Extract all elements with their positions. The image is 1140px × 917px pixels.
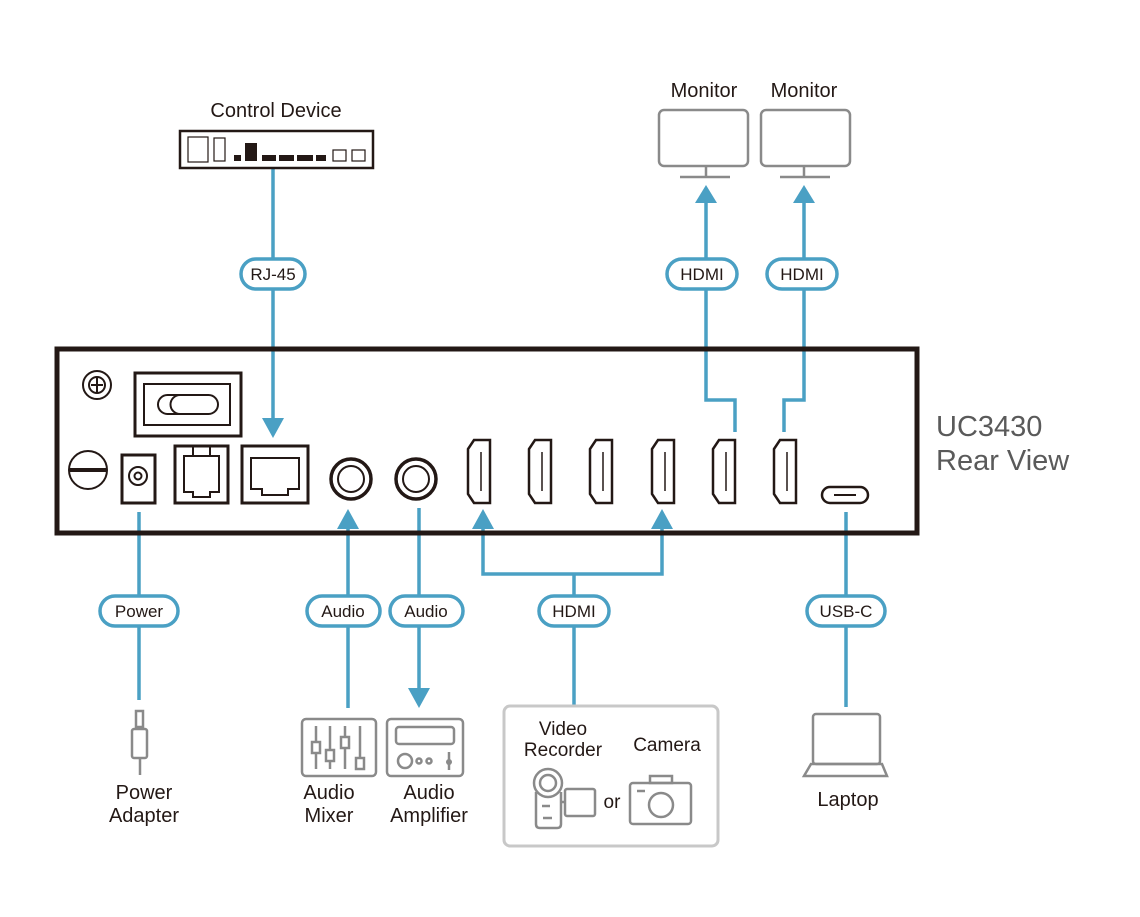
- hdmi-ports: [466, 438, 798, 505]
- hdmi-out-2-arrow: [793, 185, 815, 203]
- ground-screw-icon: [82, 370, 112, 400]
- monitor-2: Monitor: [759, 80, 852, 179]
- hdmi-in-arrow-1: [472, 509, 494, 529]
- power-adapter: Power Adapter: [109, 709, 179, 827]
- hdmi-port: [588, 438, 614, 505]
- power-plug-tip-icon: [134, 709, 145, 729]
- power-label: Power: [115, 602, 164, 621]
- hdmi-port: [711, 438, 737, 505]
- power-adapter-label-1: Power: [116, 782, 173, 804]
- terminal-icon: [297, 155, 313, 161]
- control-device-label: Control Device: [210, 100, 341, 122]
- hdmi-out-1-arrow: [695, 185, 717, 203]
- video-source-box: [502, 704, 720, 848]
- usbc-label: USB-C: [820, 602, 873, 621]
- usbc-pill: [805, 594, 887, 628]
- video-recorder-label-1: Video: [539, 719, 587, 740]
- camera-icon: [628, 774, 693, 826]
- hdmi-out-2-cable: [782, 200, 806, 432]
- hdmi-in-pill: [537, 594, 611, 628]
- hdmi-port: [772, 438, 798, 505]
- audio-mixer-label-1: Audio: [303, 782, 354, 804]
- dc-power-jack: [120, 453, 157, 505]
- monitor-1-icon: [657, 108, 750, 168]
- cables: [137, 168, 848, 708]
- switch-toggle-icon: [157, 394, 219, 415]
- uc3430-rear-panel: [54, 346, 920, 536]
- audio-amplifier-label-2: Amplifier: [390, 805, 468, 827]
- serial-port: [173, 444, 230, 505]
- audio-in-arrow: [337, 509, 359, 529]
- device-view: Rear View: [936, 445, 1070, 477]
- power-adapter-label-2: Adapter: [109, 805, 179, 827]
- audio-in-label: Audio: [321, 602, 364, 621]
- monitor-1-label: Monitor: [671, 80, 738, 102]
- audio-amplifier: Audio Amplifier: [385, 717, 468, 827]
- hdmi-port: [466, 438, 492, 505]
- hdmi-out-2-pill: [765, 257, 839, 291]
- hdmi-in-label: HDMI: [552, 602, 595, 621]
- audio-out-label: Audio: [404, 602, 447, 621]
- lan-port: [240, 444, 310, 505]
- ac-inlet-icon: [187, 136, 209, 163]
- or-label: or: [604, 792, 622, 813]
- device-model: UC3430: [936, 411, 1042, 443]
- control-device: Control Device: [178, 100, 375, 170]
- audio-out-jack: [394, 457, 438, 501]
- audio-amplifier-icon: [385, 717, 465, 778]
- hdmi-port: [527, 438, 553, 505]
- power-pill: [98, 594, 180, 628]
- rj45-arrow: [262, 418, 284, 438]
- video-recorder-label-2: Recorder: [524, 740, 603, 761]
- terminal-icon: [279, 155, 294, 161]
- monitor-2-icon: [759, 108, 852, 168]
- audio-out-arrow: [408, 688, 430, 708]
- terminal-icon: [245, 143, 257, 161]
- switch-icon: [213, 137, 226, 162]
- hdmi-out-2-label: HDMI: [780, 265, 823, 284]
- audio-mixer-label-2: Mixer: [305, 805, 354, 827]
- power-plug-icon: [130, 727, 149, 760]
- monitor-2-label: Monitor: [771, 80, 838, 102]
- camera-label: Camera: [633, 735, 701, 756]
- lan-port-icon: [351, 149, 366, 162]
- lan-port-icon: [332, 149, 347, 162]
- rj45-label: RJ-45: [250, 265, 295, 284]
- usbc-port: [820, 485, 870, 505]
- terminal-icon: [262, 155, 276, 161]
- control-device-body: [178, 129, 375, 170]
- hdmi-out-1-label: HDMI: [680, 265, 723, 284]
- hdmi-out-1-pill: [665, 257, 739, 291]
- terminal-icon: [316, 155, 326, 161]
- hdmi-out-1-cable: [704, 200, 737, 432]
- audio-mixer: Audio Mixer: [300, 717, 378, 827]
- audio-mixer-icon: [300, 717, 378, 778]
- video-recorder-icon: [532, 767, 597, 830]
- audio-amplifier-label-1: Audio: [403, 782, 454, 804]
- audio-in-jack: [329, 457, 373, 501]
- audio-in-pill: [305, 594, 382, 628]
- laptop-icon: [811, 712, 882, 766]
- audio-out-pill: [388, 594, 465, 628]
- rj45-pill: [239, 257, 307, 291]
- hdmi-port: [650, 438, 676, 505]
- terminal-icon: [234, 155, 241, 161]
- laptop: Laptop: [801, 712, 889, 811]
- monitor-1: Monitor: [657, 80, 750, 179]
- cable-labels: RJ-45 HDMI HDMI Power Audio Audio HDMI U…: [98, 257, 887, 628]
- hdmi-in-arrow-2: [651, 509, 673, 529]
- device-chassis: [54, 346, 920, 536]
- laptop-label: Laptop: [817, 789, 878, 811]
- video-source-group: Video Recorder Camera or: [502, 704, 720, 848]
- power-switch: [133, 371, 243, 438]
